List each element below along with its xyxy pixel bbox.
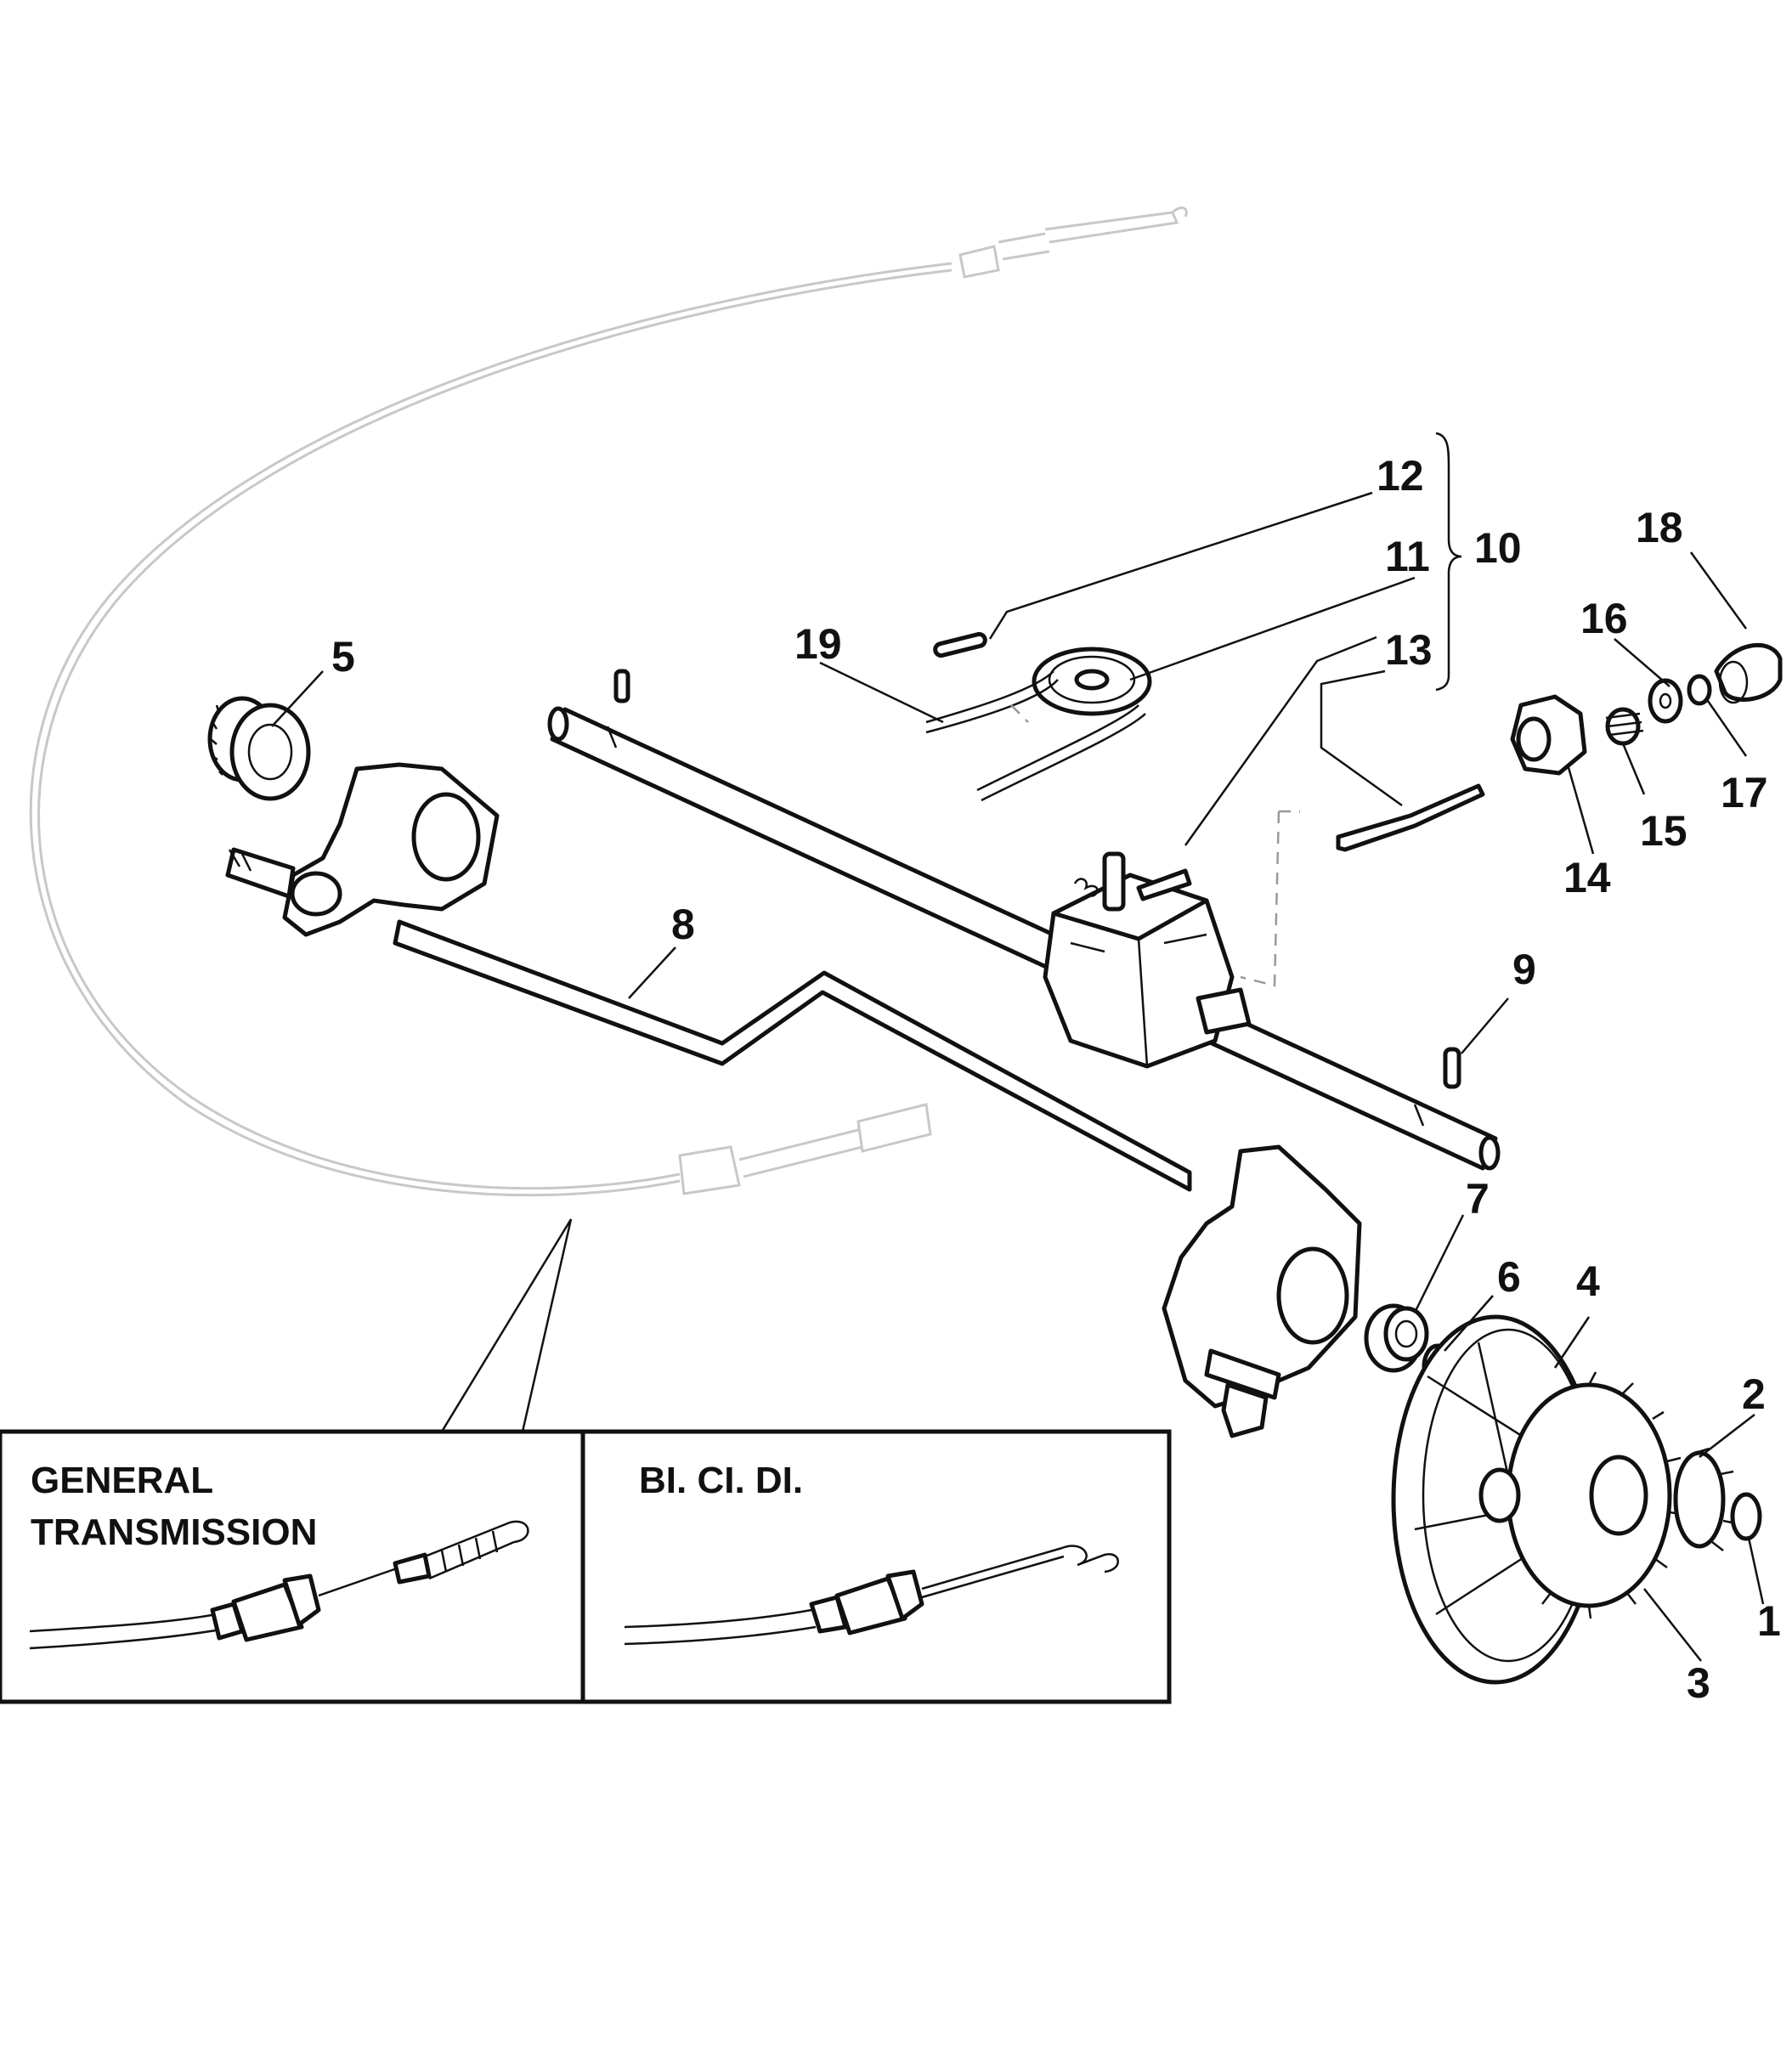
callout-15: 15 — [1640, 807, 1687, 855]
part-17-nut — [1687, 674, 1712, 706]
variant-label-general: GENERAL — [31, 1460, 213, 1501]
callout-4: 4 — [1576, 1257, 1600, 1305]
part-2-sprocket — [1673, 1447, 1737, 1551]
part-16-washer — [1648, 678, 1683, 724]
ghost-control-cable — [29, 206, 1188, 1197]
part-8-linkage-rod — [393, 919, 1192, 1192]
callouts: 1 2 3 4 5 6 7 8 9 10 11 12 13 14 15 16 1… — [331, 452, 1781, 1707]
part-7-bearing — [1364, 1303, 1429, 1373]
part-13-rod — [1336, 783, 1485, 852]
callout-13: 13 — [1385, 626, 1433, 674]
callout-12: 12 — [1377, 452, 1424, 500]
callout-8: 8 — [671, 901, 695, 948]
roll-pin-left — [613, 669, 630, 703]
variant-label-bicidi: BI. CI. DI. — [639, 1460, 803, 1501]
part-9-roll-pin — [1443, 1047, 1461, 1089]
part-15-spring — [1605, 707, 1644, 746]
callout-10: 10 — [1474, 524, 1522, 572]
callout-3: 3 — [1687, 1659, 1710, 1707]
part-19-belt — [925, 670, 1146, 802]
callout-18: 18 — [1636, 504, 1683, 551]
callout-7: 7 — [1466, 1175, 1490, 1223]
cable-end-hook-icon — [624, 1545, 1119, 1646]
callout-17: 17 — [1721, 769, 1768, 816]
callout-9: 9 — [1512, 946, 1536, 993]
left-axle-bracket — [225, 762, 500, 937]
cable-end-spring-icon — [29, 1520, 529, 1650]
callout-6: 6 — [1497, 1253, 1521, 1301]
part-11-pulley — [1032, 647, 1152, 716]
callout-2: 2 — [1742, 1370, 1766, 1418]
part-12-key — [933, 631, 987, 658]
callout-16: 16 — [1580, 595, 1628, 642]
callout-5: 5 — [331, 633, 355, 681]
callout-11: 11 — [1385, 533, 1430, 580]
callout-1: 1 — [1757, 1597, 1781, 1645]
variant-label-transmission: TRANSMISSION — [31, 1511, 317, 1553]
alignment-dashes — [1010, 704, 1300, 987]
variant-box-bicidi: BI. CI. DI. — [580, 1429, 1172, 1704]
part-5-pinion — [207, 696, 311, 801]
group-bracket-10 — [1435, 432, 1462, 692]
callout-19: 19 — [794, 620, 842, 668]
callout-14: 14 — [1563, 854, 1611, 901]
gearbox — [1043, 851, 1252, 1069]
part-1-circlip — [1730, 1492, 1762, 1541]
part-14-block — [1510, 694, 1587, 776]
leader-lines — [271, 491, 1765, 1662]
variant-box-general-transmission: GENERAL TRANSMISSION — [0, 1429, 585, 1704]
part-3-drive-gear — [1478, 1371, 1683, 1619]
right-axle-bracket — [1162, 1144, 1362, 1438]
part-18-cap — [1714, 643, 1783, 704]
variant-pointer — [440, 1218, 573, 1432]
